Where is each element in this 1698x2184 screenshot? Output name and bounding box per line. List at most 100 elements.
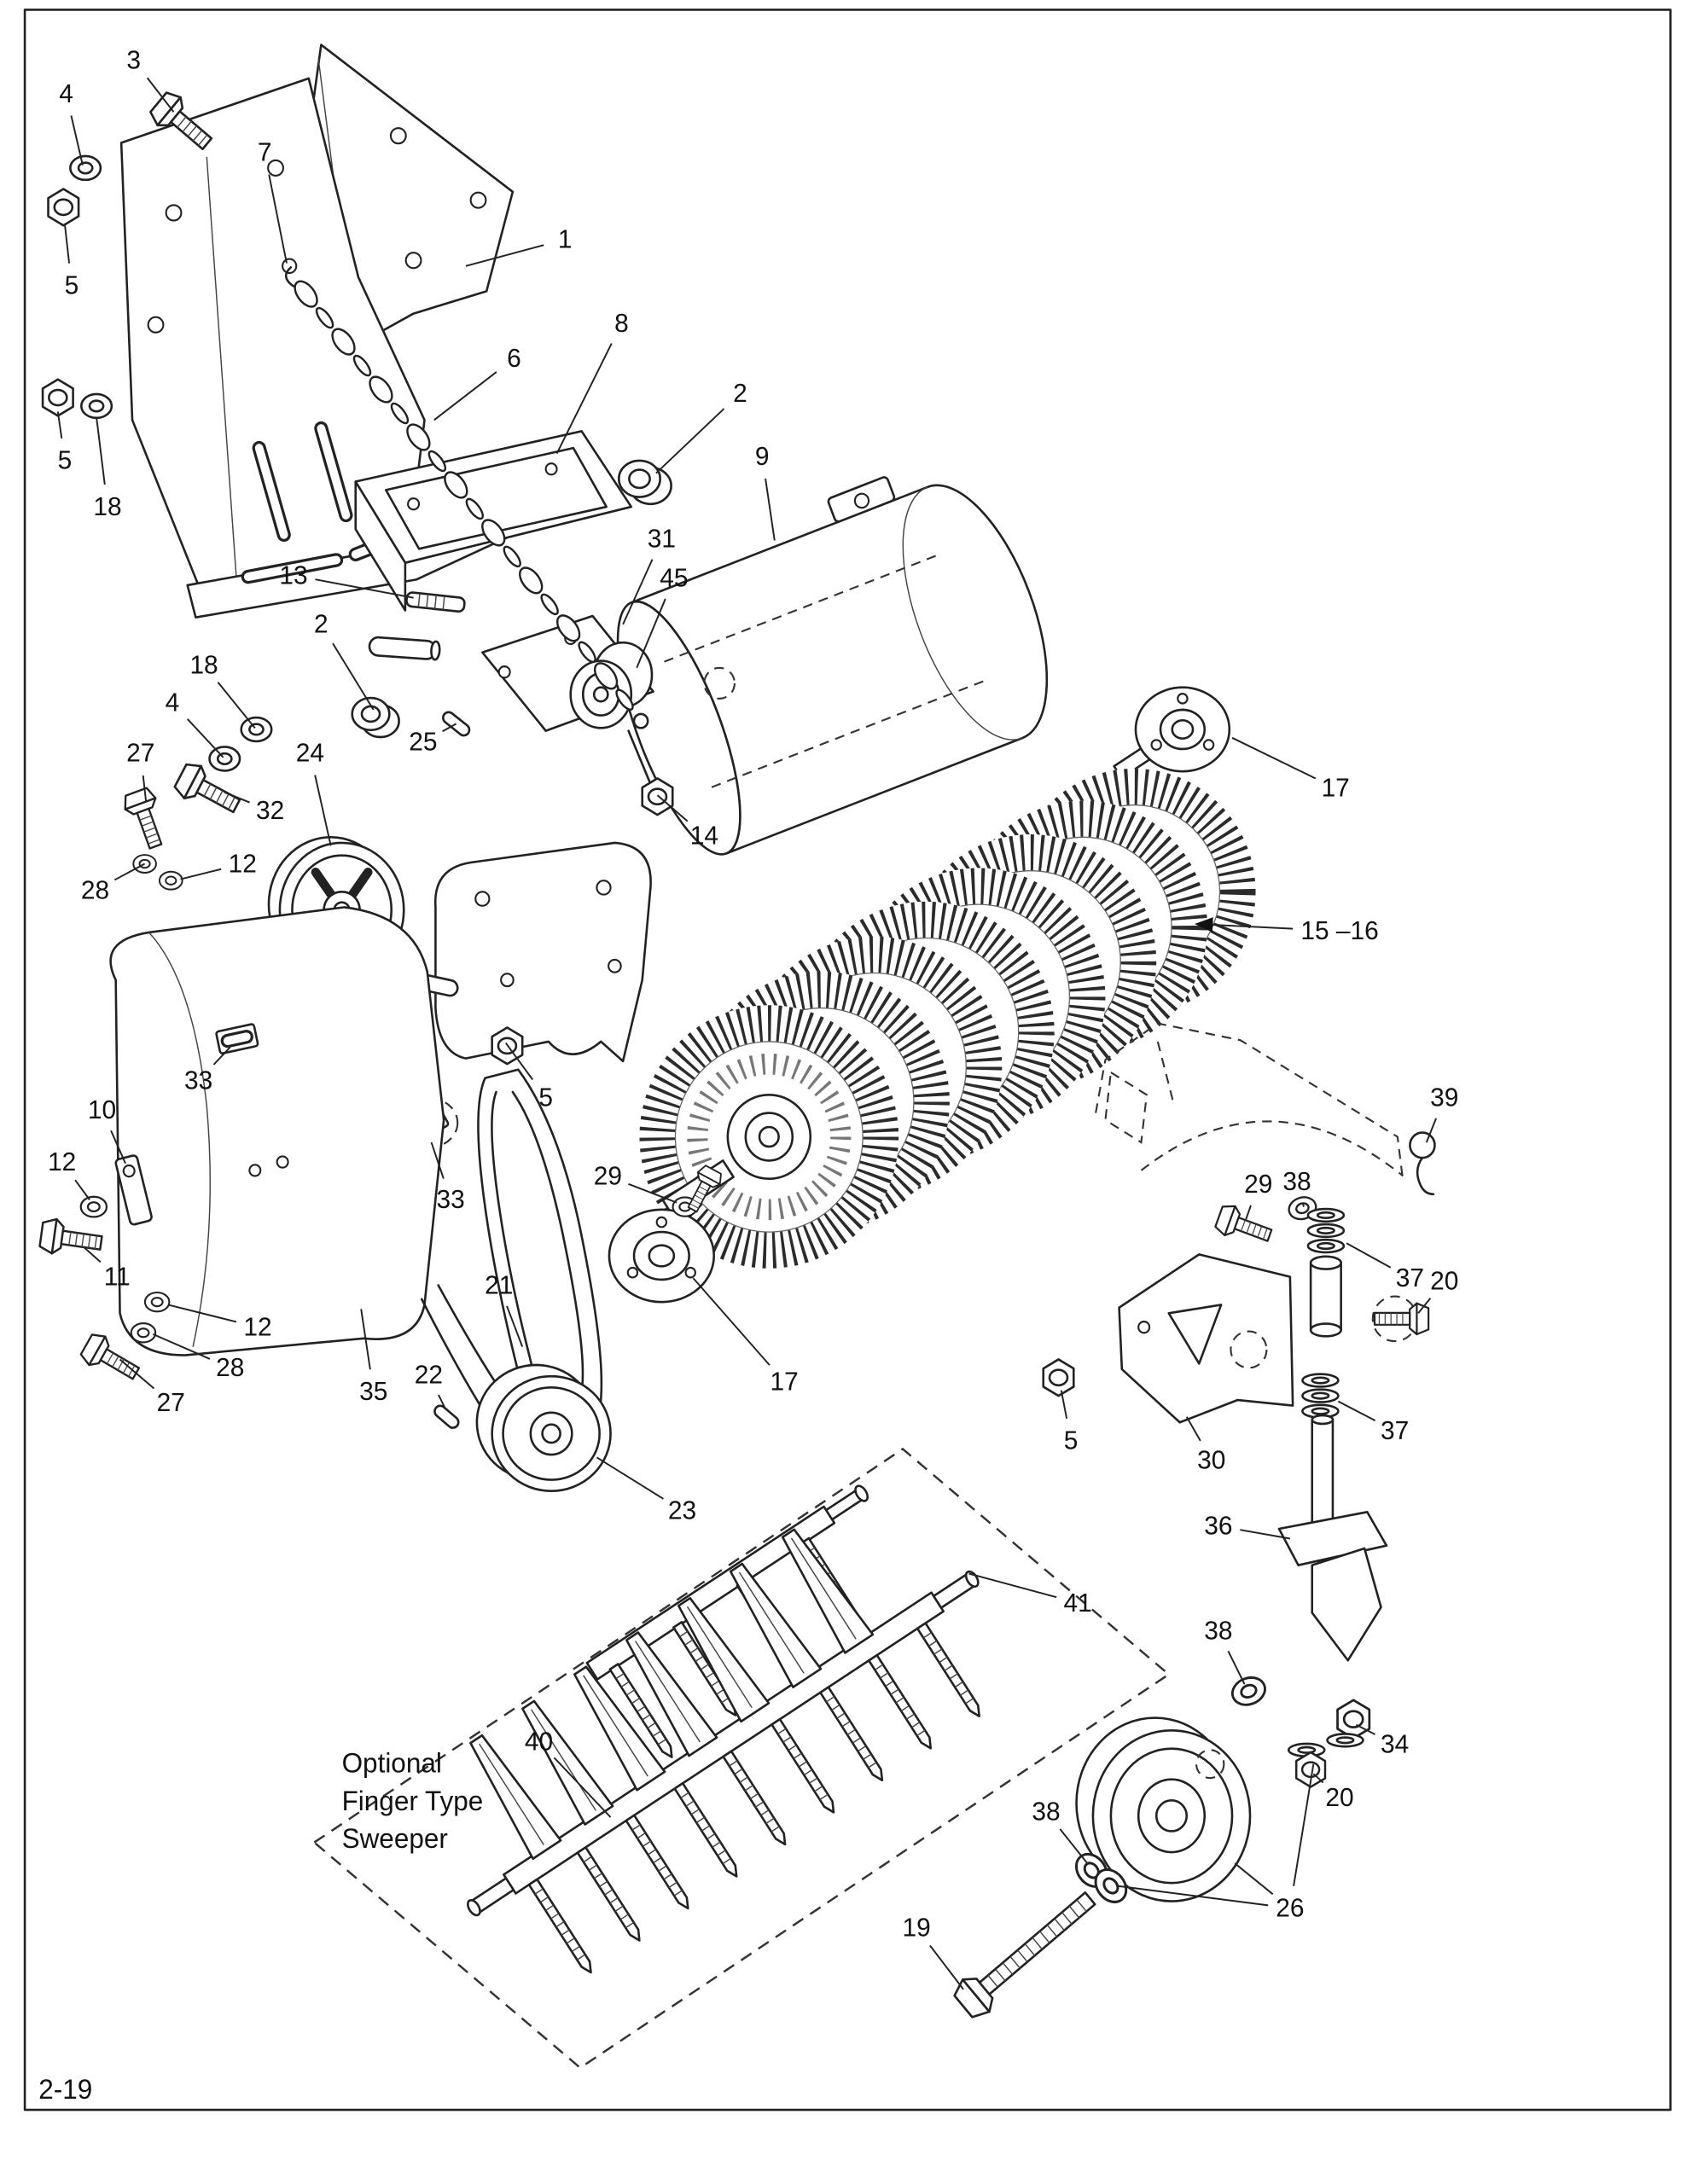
callout-39: 39 — [1430, 1083, 1458, 1112]
callout-33: 33 — [437, 1186, 465, 1214]
brush-hub — [726, 1093, 812, 1181]
callout-29: 29 — [594, 1162, 622, 1190]
belt-and-pulley — [420, 1068, 612, 1493]
callout-35: 35 — [359, 1378, 387, 1406]
callout-37: 37 — [1381, 1417, 1409, 1445]
optional-label-line1: Optional — [342, 1747, 442, 1778]
callout-26: 26 — [1276, 1894, 1304, 1922]
bolt-20a — [1373, 1302, 1430, 1336]
callout-5: 5 — [1064, 1426, 1079, 1455]
pin-22 — [433, 1404, 460, 1429]
hex-bolt-19 — [953, 1891, 1096, 2018]
clip-33a — [215, 1023, 259, 1054]
callout-5: 5 — [538, 1083, 553, 1112]
optional-sweeper-box — [312, 1447, 1171, 2070]
callout-34: 34 — [1381, 1730, 1409, 1758]
caster-post-36 — [1277, 1414, 1388, 1662]
callout-40: 40 — [525, 1728, 553, 1756]
hex-nut-5b — [41, 378, 74, 417]
pin-13 — [405, 591, 466, 613]
callout-22: 22 — [415, 1361, 443, 1389]
callout-21: 21 — [485, 1271, 513, 1299]
strap-plate-10 — [114, 1154, 153, 1226]
callout-14: 14 — [690, 822, 718, 850]
pivot-plate — [433, 841, 652, 1063]
callout-38: 38 — [1204, 1617, 1232, 1645]
motor-stud — [627, 729, 652, 786]
callout-5: 5 — [65, 271, 79, 299]
callout-9: 9 — [755, 443, 770, 471]
callout-28: 28 — [216, 1354, 244, 1382]
callout-30: 30 — [1197, 1446, 1225, 1474]
callout-29: 29 — [1244, 1170, 1272, 1199]
callout-3: 3 — [126, 46, 141, 74]
hex-nut-5 — [47, 188, 80, 227]
spacer-sleeve — [1309, 1261, 1342, 1332]
callout-27: 27 — [157, 1389, 185, 1417]
side-cover-assembly — [38, 906, 445, 1389]
washer-18 — [79, 392, 113, 420]
hex-nut-34 — [1336, 1699, 1371, 1740]
hidden-hole-dashed — [703, 666, 736, 700]
callout-37: 37 — [1396, 1264, 1424, 1292]
callout-32: 32 — [256, 797, 284, 825]
callout-20: 20 — [1430, 1267, 1458, 1295]
hex-nut-14 — [641, 777, 674, 816]
callout-12: 12 — [48, 1148, 76, 1176]
pin-25 — [441, 711, 471, 737]
callout-31: 31 — [648, 525, 676, 553]
callout-12: 12 — [229, 850, 257, 878]
hanger-chain — [284, 266, 649, 729]
callout-4: 4 — [59, 80, 73, 108]
callout-24: 24 — [296, 740, 324, 768]
callout-15 –16: 15 –16 — [1300, 917, 1378, 945]
callout-20: 20 — [1325, 1784, 1353, 1812]
flange-bearing-left — [608, 1208, 715, 1304]
callout-23: 23 — [668, 1496, 696, 1525]
callout-25: 25 — [409, 728, 437, 756]
flange-bearing-right — [1113, 686, 1231, 780]
callout-18: 18 — [189, 651, 218, 679]
callout-11: 11 — [104, 1263, 131, 1291]
callout-38: 38 — [1032, 1798, 1060, 1826]
hardware-cluster-left — [119, 696, 400, 891]
callout-41: 41 — [1064, 1589, 1092, 1618]
callout-1: 1 — [558, 225, 573, 253]
callout-10: 10 — [88, 1096, 116, 1124]
main-tine-bar — [461, 1523, 985, 1977]
callout-17: 17 — [770, 1368, 798, 1396]
callout-17: 17 — [1322, 775, 1350, 803]
spacer-bushing-2 — [617, 459, 672, 506]
caster-assembly — [953, 1022, 1436, 2018]
page-number: 2-19 — [38, 2074, 92, 2105]
callout-2: 2 — [733, 380, 747, 408]
callout-5: 5 — [58, 447, 73, 475]
washer-4 — [69, 154, 102, 182]
callout-27: 27 — [126, 740, 154, 768]
callout-6: 6 — [507, 345, 521, 373]
callout-18: 18 — [93, 493, 121, 521]
rear-tine-bar — [585, 1484, 869, 1762]
optional-label-line2: Finger Type — [342, 1786, 484, 1816]
callout-19: 19 — [903, 1914, 931, 1942]
finger-sweeper-assembly — [461, 1484, 985, 1977]
optional-label-line3: Sweeper — [342, 1823, 449, 1854]
callout-12: 12 — [243, 1313, 271, 1341]
page-border — [23, 9, 1672, 2111]
washer-38b — [1227, 1671, 1271, 1711]
mount-frame-dashed — [1095, 1022, 1404, 1182]
callout-38: 38 — [1282, 1168, 1311, 1196]
callout-7: 7 — [258, 139, 272, 167]
callout-33: 33 — [184, 1067, 212, 1095]
callout-28: 28 — [81, 876, 109, 904]
spring-pin-39 — [1409, 1131, 1436, 1196]
callout-36: 36 — [1204, 1512, 1232, 1540]
mounting-bracket-plates — [41, 44, 672, 661]
main-broom-brush — [639, 768, 1256, 1269]
callout-2: 2 — [314, 611, 329, 639]
callout-45: 45 — [660, 564, 688, 592]
bolt-29b — [1212, 1200, 1276, 1252]
